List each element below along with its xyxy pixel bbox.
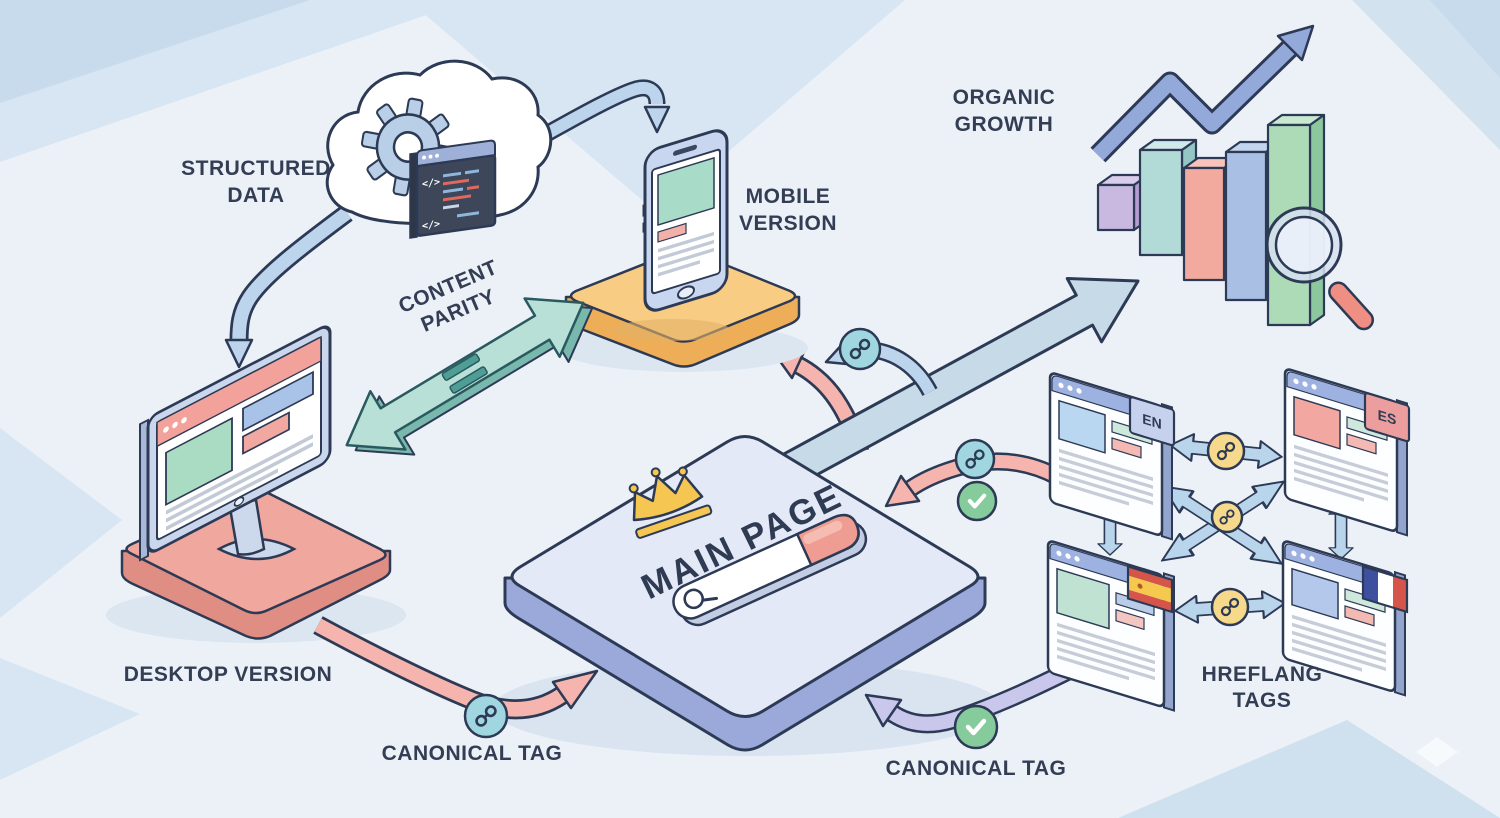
text-lines <box>1057 622 1155 681</box>
screen-button <box>657 222 687 243</box>
canonical-tag-bottom-label: CANONICAL TAG <box>886 757 1067 780</box>
smartphone-icon <box>642 129 729 312</box>
page-bar <box>1111 437 1142 459</box>
arrow-main-to-growth <box>780 277 1140 487</box>
screen-button <box>242 411 290 455</box>
organic-growth-label-2: GROWTH <box>955 113 1054 136</box>
svg-text:ES: ES <box>1378 408 1397 429</box>
page-image <box>1293 395 1341 450</box>
language-tab-en: EN <box>1128 396 1176 447</box>
browser-window-french <box>1281 540 1409 697</box>
mobile-version-label-1: MOBILE <box>746 185 831 208</box>
arrow-en-to-main <box>884 438 1063 522</box>
hreflang-group: EN ES <box>1046 368 1411 712</box>
text-lines <box>166 434 313 531</box>
window-dots <box>422 153 439 160</box>
code-glyph: </> <box>422 177 440 190</box>
page-image <box>1291 567 1339 620</box>
arrowhead <box>884 474 921 508</box>
browser-window-es: ES <box>1283 368 1411 537</box>
crown-icon <box>628 466 713 539</box>
browser-window-spanish <box>1046 540 1175 712</box>
organic-growth-group: ORGANIC GROWTH <box>953 24 1375 331</box>
speaker <box>673 144 697 156</box>
window-dots <box>1058 382 1082 394</box>
window-dots <box>1056 550 1080 562</box>
code-glyph: </> <box>422 219 440 232</box>
main-page-group: MAIN PAGE <box>493 435 1003 756</box>
arrowhead <box>864 693 903 728</box>
page-image <box>1056 567 1110 630</box>
organic-growth-label-1: ORGANIC <box>953 86 1056 109</box>
desktop-version-label: DESKTOP VERSION <box>124 663 333 686</box>
canonical-tag-bottom-group: CANONICAL TAG <box>864 650 1097 780</box>
side-button <box>642 203 646 217</box>
structured-data-label-1: STRUCTURED <box>181 157 331 180</box>
home-button <box>677 285 695 300</box>
screen-image <box>657 156 715 227</box>
desktop-monitor-icon <box>139 325 332 562</box>
magnifying-glass-icon <box>1265 206 1375 331</box>
desktop-version-group: DESKTOP VERSION <box>106 325 406 686</box>
browser-window-en: EN <box>1048 372 1176 541</box>
mobile-version-label-2: VERSION <box>739 212 837 235</box>
page-bar <box>1115 609 1145 631</box>
code-window-icon: </> </> <box>409 139 497 239</box>
page-image <box>1058 399 1106 454</box>
text-lines <box>658 231 714 277</box>
hreflang-label-1: HREFLANG <box>1202 663 1323 686</box>
canonical-tag-left-label: CANONICAL TAG <box>382 742 563 765</box>
monitor-logo <box>233 496 245 507</box>
text-lines <box>1292 614 1386 672</box>
zigzag-growth-arrow-icon <box>1090 24 1315 163</box>
gear-icon <box>360 97 456 197</box>
structured-data-label-2: DATA <box>227 184 284 207</box>
search-button <box>795 513 860 567</box>
mobile-version-group: MOBILE VERSION <box>558 129 837 372</box>
canonical-tag-left-group: CANONICAL TAG <box>313 616 599 765</box>
arrow-link-to-mobile <box>824 327 938 397</box>
search-icon <box>683 588 719 610</box>
content-parity-arrow <box>345 297 594 456</box>
svg-text:EN: EN <box>1142 411 1161 433</box>
text-lines <box>1294 444 1388 502</box>
screen-image <box>165 416 233 506</box>
search-bar <box>672 513 868 627</box>
screen-banner <box>242 370 314 432</box>
window-dots <box>1291 550 1315 562</box>
page-bar <box>1344 605 1375 627</box>
equals-icon <box>441 353 488 394</box>
page-bar <box>1346 433 1377 455</box>
spain-flag-icon <box>1126 565 1174 614</box>
arrowhead <box>551 669 599 710</box>
diamond-accent <box>1416 737 1458 767</box>
language-tab-es: ES <box>1363 392 1411 443</box>
hreflang-label-2: TAGS <box>1233 689 1292 712</box>
window-dots <box>163 417 187 433</box>
text-lines <box>1059 448 1153 506</box>
france-flag-icon <box>1361 565 1409 614</box>
side-button <box>642 221 646 233</box>
content-parity-group: CONTENT PARITY <box>345 256 594 456</box>
structured-data-group: </> </> STRUCTURED DATA <box>181 59 671 369</box>
code-lines <box>443 169 479 218</box>
arrow-cloud-to-desktop <box>224 205 353 369</box>
window-dots <box>1293 378 1317 390</box>
phone-shadow <box>614 319 730 341</box>
browser-titlebar <box>156 335 322 448</box>
